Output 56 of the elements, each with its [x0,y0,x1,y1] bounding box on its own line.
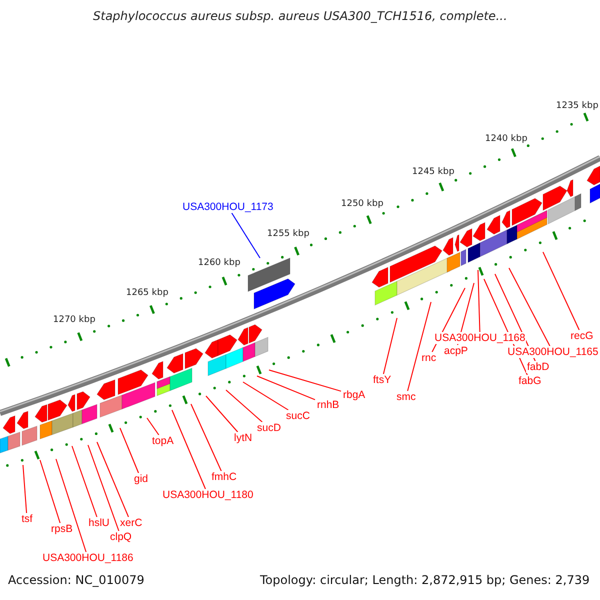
leader-line [407,302,432,392]
gene-label: USA300HOU_1173 [182,201,274,214]
gene-label: recG [570,330,594,342]
gene-label: tsf [20,513,34,526]
leader-line [172,410,206,490]
footer-text: Topology: circular; Length: 2,872,915 bp; Genes: 2,739 [260,574,590,588]
leader-line [508,268,550,346]
scale-label: 1260 kbp [198,258,240,268]
gene-label: USA300HOU_1168 [434,332,526,344]
scale-label: 1255 kbp [267,229,310,240]
leader-line [22,464,28,514]
gene-label: USA300HOU_1186 [42,552,134,564]
leader-line [56,458,87,552]
scale-label: 1240 kbp [485,134,528,144]
chart-title: Staphylococcus aureus subsp. aureus USA300_TCH1516, complete... [93,10,508,24]
leader-line [242,382,289,410]
gene-label: acpP [443,345,469,358]
gene-label: sucD [256,422,282,434]
leader-line [96,442,129,518]
leader-line [542,252,580,330]
gene-label: rbgA [342,389,366,402]
leader-line [382,318,398,374]
gene-label: fabD [526,361,550,374]
leader-line [256,376,316,400]
leader-line [268,370,342,392]
leader-line [72,446,98,518]
gene-label: smc [396,391,417,404]
gene-label: USA300HOU_1180 [162,489,254,502]
scale-label: 1245 kbp [412,167,454,178]
scale-label: 1270 kbp [53,315,96,326]
gene-label: USA300HOU_1165 [506,346,600,358]
leader-line [226,390,263,422]
gene-label: xerC [119,517,144,530]
gene-label: rnc [420,352,438,364]
gene-label: lytN [233,432,254,444]
leader-line [120,428,140,474]
leader-line [146,418,160,436]
gene-label: hslU [88,517,111,530]
leader-line [231,212,260,258]
gene-label: rpsB [50,523,74,536]
leader-line [40,460,61,524]
leader-line [206,396,238,432]
footer-text: Accession: NC_010079 [8,574,144,588]
leader-line [478,270,480,332]
gene-label: gid [133,473,150,486]
gene-label: sucC [285,410,311,422]
leader-line [88,444,120,532]
gene-label: clpQ [109,531,133,544]
gene-label: fmhC [210,471,238,484]
leader-line [190,404,222,472]
gene-label: fabG [518,375,542,388]
scale-label: 1265 kbp [126,288,168,298]
scale-label: 1235 kbp [556,101,598,112]
scale-label: 1250 kbp [341,199,384,210]
gene-label: topA [151,435,175,448]
gene-label: ftsY [372,374,392,386]
